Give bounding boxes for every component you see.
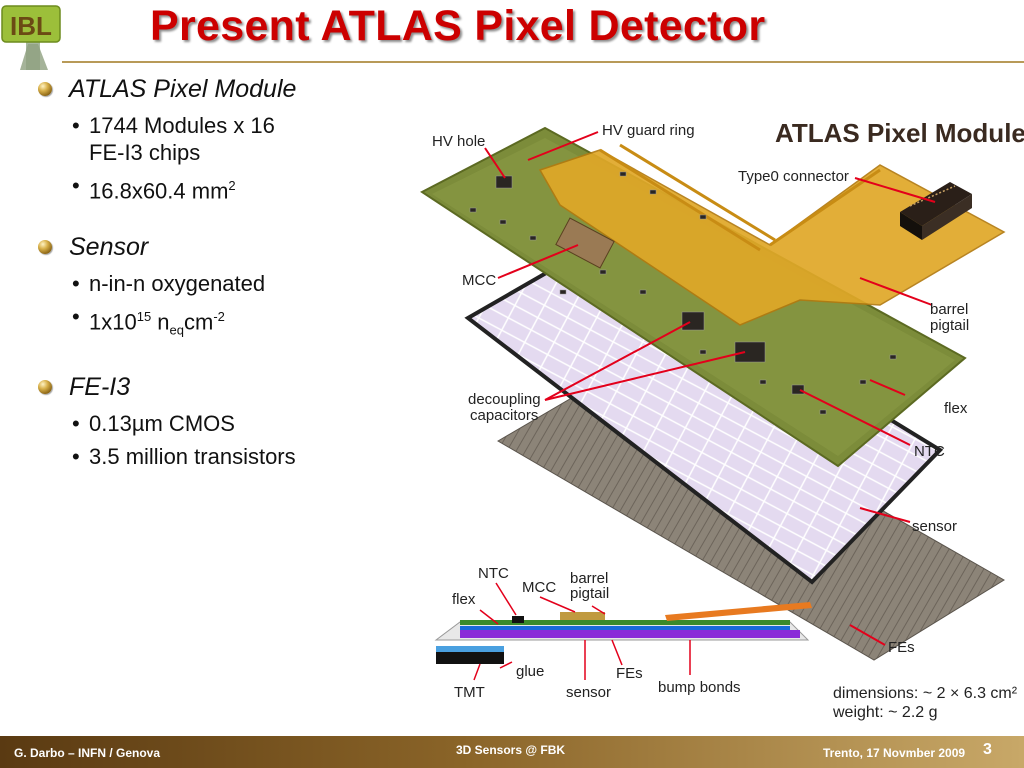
bullet-dot-icon: • xyxy=(72,411,80,437)
cross-section xyxy=(434,602,812,664)
logo-text: IBL xyxy=(10,11,52,41)
page-number: 3 xyxy=(983,741,992,758)
bullet-dot-icon: • xyxy=(72,271,80,297)
xs-label-sensor: sensor xyxy=(566,684,611,701)
label-dimensions: dimensions: ~ 2 × 6.3 cm² xyxy=(833,685,1018,702)
footer-event: 3D Sensors @ FBK xyxy=(456,743,566,757)
xs-label-flex: flex xyxy=(452,591,476,608)
page-title: Present ATLAS Pixel Detector xyxy=(150,2,766,50)
bullet-dot-icon: • xyxy=(72,444,80,470)
ibl-logo: IBL xyxy=(0,0,64,72)
section-heading-sensor: Sensor xyxy=(36,230,396,264)
cross-section-lines xyxy=(473,582,691,681)
mcc-chip xyxy=(555,217,615,269)
footer-author: G. Darbo – INFN / Genova xyxy=(14,746,161,760)
components xyxy=(469,171,897,415)
bullet-dot-icon: • xyxy=(72,304,80,330)
section-heading-fei3: FE-I3 xyxy=(36,370,396,404)
section-heading-module: ATLAS Pixel Module xyxy=(36,72,396,106)
bullet-icon xyxy=(38,240,52,255)
label-ntc: NTC xyxy=(914,443,945,460)
bullet-dot-icon: • xyxy=(72,113,80,138)
bullet-icon xyxy=(38,380,52,395)
footer-bar: G. Darbo – INFN / Genova 3D Sensors @ FB… xyxy=(0,736,1024,768)
xs-label-bump-bonds: bump bonds xyxy=(658,679,741,696)
label-type0: Type0 connector xyxy=(738,168,849,185)
label-barrel: barrel xyxy=(930,301,968,318)
label-capacitors: capacitors xyxy=(470,407,538,424)
xs-label-fes: FEs xyxy=(616,665,643,682)
list-item: • 3.5 million transistors xyxy=(72,444,296,470)
footer-date: Trento, 17 Novmber 2009 xyxy=(823,746,966,760)
list-item: • 1744 Modules x 16 FE-I3 chips xyxy=(72,113,275,165)
list-item: • 16.8x60.4 mm2 xyxy=(72,173,236,204)
label-flex: flex xyxy=(944,400,968,417)
label-sensor: sensor xyxy=(912,518,957,535)
label-hv-guard-ring: HV guard ring xyxy=(602,122,695,139)
xs-label-pigtail: pigtail xyxy=(570,585,609,602)
bullet-dot-icon: • xyxy=(72,173,80,198)
module-figure: ATLAS Pixel Module HV hole HV guard ring… xyxy=(410,95,1024,736)
list-item: • n-in-n oxygenated xyxy=(72,271,266,297)
annotation-labels: HV hole HV guard ring Type0 connector MC… xyxy=(432,122,1018,721)
xs-label-glue: glue xyxy=(516,663,544,680)
list-item: • 0.13µm CMOS xyxy=(72,411,235,437)
list-item: • 1x1015 neqcm-2 xyxy=(72,304,225,339)
label-mcc: MCC xyxy=(462,272,496,289)
cross-section-labels: NTC flex MCC barrel pigtail glue TMT sen… xyxy=(452,565,741,701)
label-weight: weight: ~ 2.2 g xyxy=(832,704,938,721)
title-divider xyxy=(62,61,1024,63)
xs-label-mcc: MCC xyxy=(522,579,556,596)
label-hv-hole: HV hole xyxy=(432,133,485,150)
annotation-lines xyxy=(484,131,936,646)
bullet-list: ATLAS Pixel Module • 1744 Modules x 16 F… xyxy=(36,72,396,470)
label-pigtail: pigtail xyxy=(930,317,969,334)
bullet-icon xyxy=(38,82,52,96)
type0-connector xyxy=(900,182,972,240)
label-decoupling: decoupling xyxy=(468,391,541,408)
figure-title: ATLAS Pixel Module xyxy=(775,118,1024,148)
xs-label-ntc: NTC xyxy=(478,565,509,582)
xs-label-barrel: barrel xyxy=(570,570,608,587)
xs-label-tmt: TMT xyxy=(454,684,485,701)
label-fes: FEs xyxy=(888,639,915,656)
